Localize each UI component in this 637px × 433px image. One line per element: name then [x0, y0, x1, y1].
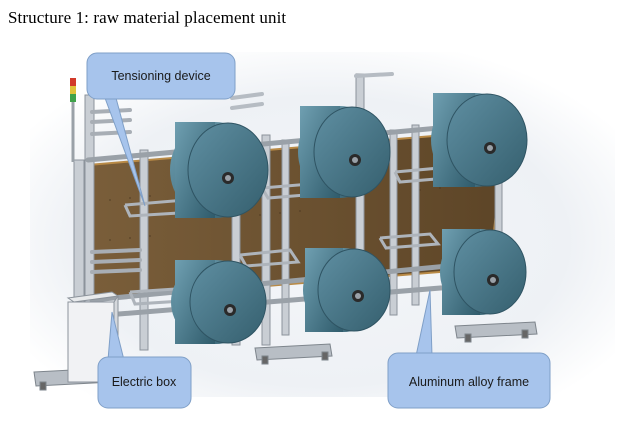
roll-top-right	[431, 93, 528, 187]
diagram-title: Structure 1: raw material placement unit	[8, 8, 287, 27]
signal-light-tower	[70, 78, 76, 162]
roll-top-middle	[298, 106, 391, 198]
tension-arms-left	[90, 108, 142, 274]
callout-electric-box-label: Electric box	[112, 375, 177, 389]
roll-top-left	[170, 122, 269, 218]
roll-bottom-middle	[303, 248, 391, 332]
callout-tensioning-label: Tensioning device	[111, 69, 210, 83]
post-top-bar	[230, 72, 394, 110]
callout-electric-box: Electric box	[97, 311, 192, 409]
callout-aluminum-frame-label: Aluminum alloy frame	[409, 375, 529, 389]
roll-bottom-left	[171, 260, 267, 344]
roll-bottom-right	[440, 229, 527, 315]
callout-aluminum-frame: Aluminum alloy frame	[387, 289, 551, 409]
callout-tensioning-device: Tensioning device	[86, 52, 236, 207]
